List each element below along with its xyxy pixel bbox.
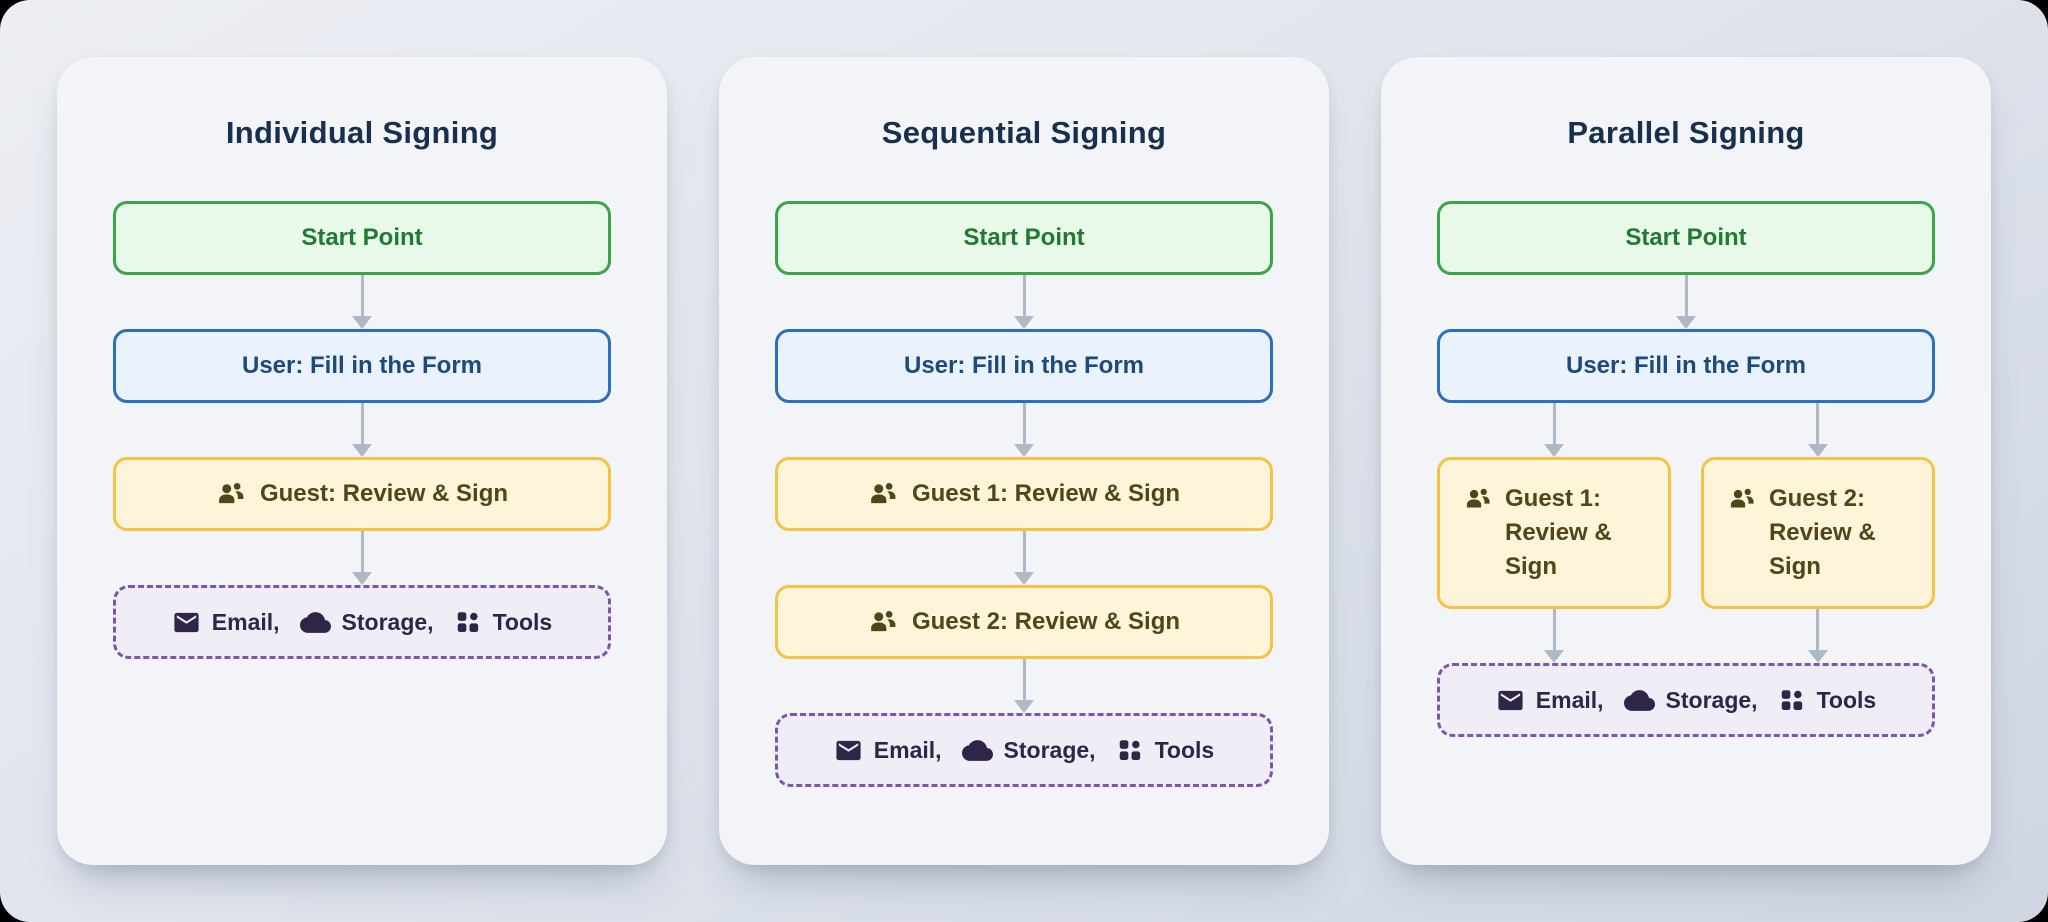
apps-icon	[454, 608, 482, 636]
people-icon	[1464, 485, 1492, 513]
flow-connector	[113, 403, 611, 457]
flow-node-user: User: Fill in the Form	[775, 329, 1273, 403]
down-arrow-icon	[360, 403, 364, 452]
start-node-label: Start Point	[963, 224, 1085, 251]
start-node-label: Start Point	[301, 224, 423, 251]
flow-connector	[775, 531, 1273, 585]
flow-node-guest: Guest: Review & Sign	[113, 457, 611, 531]
integration-email: Email,	[1496, 686, 1604, 715]
cloud-icon	[1623, 685, 1655, 716]
cloud-icon	[961, 735, 993, 766]
down-arrow-icon	[1552, 403, 1556, 452]
apps-icon	[1778, 686, 1806, 714]
integration-storage: Storage,	[1623, 685, 1758, 716]
flow-node-guest-1: Guest 1: Review & Sign	[775, 457, 1273, 531]
card-parallel-signing: Parallel Signing Start Point User: Fill …	[1381, 57, 1991, 865]
down-arrow-icon	[360, 275, 364, 324]
flow-node-integrations: Email, Storage, Tools	[113, 585, 611, 659]
apps-icon	[1116, 736, 1144, 764]
down-arrow-icon	[1816, 609, 1820, 659]
flow-node-start: Start Point	[775, 201, 1273, 275]
down-arrow-icon	[1022, 275, 1026, 324]
guest-node-label: Guest 2: Review & Sign	[911, 608, 1181, 635]
start-node-label: Start Point	[1625, 224, 1747, 251]
flow-connector	[1437, 275, 1935, 329]
integration-label: Storage,	[1665, 686, 1758, 713]
integration-label: Storage,	[341, 608, 434, 635]
flow-connector	[775, 659, 1273, 713]
card-individual-signing: Individual Signing Start Point User: Fil…	[57, 57, 667, 865]
user-node-label: User: Fill in the Form	[1565, 352, 1807, 379]
flow-node-guest-1: Guest 1: Review & Sign	[1437, 457, 1672, 610]
integration-storage: Storage,	[961, 735, 1096, 766]
guest-node-label: Guest 2: Review & Sign	[1768, 485, 1876, 581]
user-node-label: User: Fill in the Form	[241, 352, 483, 379]
people-icon	[216, 479, 246, 509]
down-arrow-icon	[1552, 609, 1556, 659]
integration-label: Tools	[1154, 736, 1215, 763]
integration-email: Email,	[172, 608, 280, 637]
integration-tools: Tools	[454, 608, 553, 636]
email-icon	[1496, 686, 1525, 715]
integration-tools: Tools	[1116, 736, 1215, 764]
flow-node-user: User: Fill in the Form	[1437, 329, 1935, 403]
flow-node-integrations: Email, Storage, Tools	[775, 713, 1273, 787]
flow-node-start: Start Point	[113, 201, 611, 275]
flow-connector	[775, 403, 1273, 457]
user-node-label: User: Fill in the Form	[903, 352, 1145, 379]
card-title: Sequential Signing	[881, 115, 1167, 150]
integration-email: Email,	[834, 736, 942, 765]
flow-node-start: Start Point	[1437, 201, 1935, 275]
down-arrow-icon	[1684, 275, 1688, 324]
integration-label: Storage,	[1003, 736, 1096, 763]
flow-node-user: User: Fill in the Form	[113, 329, 611, 403]
down-arrow-icon	[1022, 531, 1026, 580]
flow-connector-split	[1437, 403, 1935, 457]
people-icon	[868, 607, 898, 637]
integration-label: Email,	[1535, 686, 1604, 713]
cloud-icon	[299, 607, 331, 638]
guest-node-label: Guest 1: Review & Sign	[911, 480, 1181, 507]
flow-node-guest-2: Guest 2: Review & Sign	[775, 585, 1273, 659]
card-title: Parallel Signing	[1567, 115, 1805, 150]
integration-tools: Tools	[1778, 686, 1877, 714]
email-icon	[834, 736, 863, 765]
flow-connector	[113, 275, 611, 329]
parallel-guests-row: Guest 1: Review & Sign Guest 2: Review &…	[1437, 457, 1935, 610]
down-arrow-icon	[1022, 403, 1026, 452]
down-arrow-icon	[1022, 659, 1026, 708]
people-icon	[1728, 485, 1756, 513]
down-arrow-icon	[360, 531, 364, 580]
guest-node-label: Guest: Review & Sign	[259, 480, 509, 507]
flow-node-guest-2: Guest 2: Review & Sign	[1700, 457, 1935, 610]
flow-connector-merge	[1437, 609, 1935, 663]
people-icon	[868, 479, 898, 509]
integration-label: Tools	[492, 608, 553, 635]
integration-label: Email,	[873, 736, 942, 763]
down-arrow-icon	[1816, 403, 1820, 452]
card-title: Individual Signing	[225, 115, 499, 150]
flow-connector	[775, 275, 1273, 329]
integration-storage: Storage,	[299, 607, 434, 638]
flow-node-integrations: Email, Storage, Tools	[1437, 663, 1935, 738]
guest-node-label: Guest 1: Review & Sign	[1505, 485, 1612, 581]
integration-label: Email,	[211, 608, 280, 635]
email-icon	[172, 608, 201, 637]
flow-connector	[113, 531, 611, 585]
integration-label: Tools	[1816, 686, 1877, 713]
card-sequential-signing: Sequential Signing Start Point User: Fil…	[719, 57, 1329, 865]
